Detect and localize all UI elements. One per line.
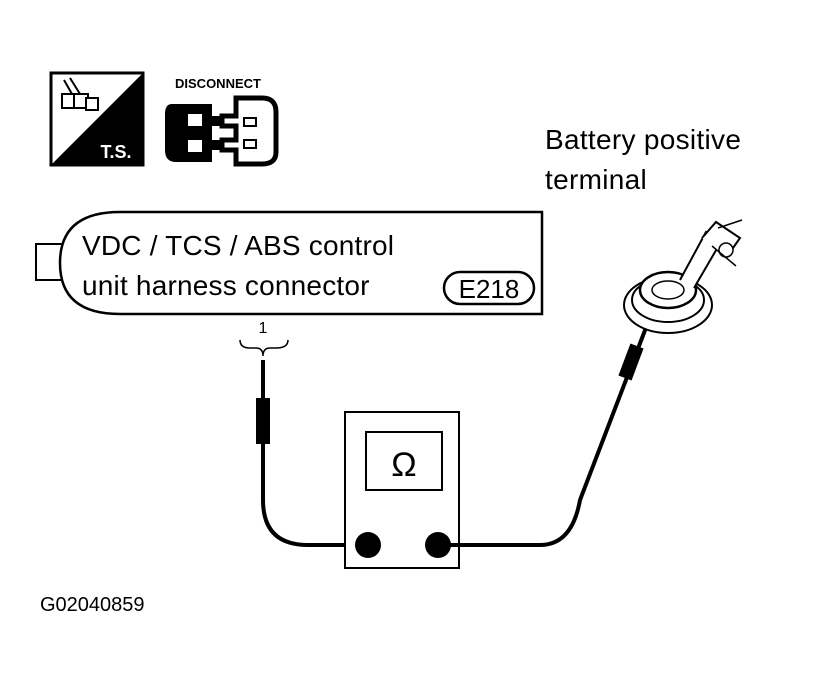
pin-brace: 1 <box>239 320 289 357</box>
battery-label-line2: terminal <box>545 164 647 195</box>
battery-label-line1: Battery positive <box>545 124 742 155</box>
harness-connector: E218 <box>35 210 544 316</box>
ts-icon: T.S. <box>49 71 145 167</box>
disconnect-label: DISCONNECT <box>175 76 261 91</box>
disconnect-icon: DISCONNECT <box>165 76 279 167</box>
tester-probe-icon <box>61 77 99 111</box>
connector-label-line2: unit harness connector <box>82 270 370 301</box>
meter-terminal-left <box>355 532 381 558</box>
connector-label-line1: VDC / TCS / ABS control <box>82 230 395 261</box>
right-probe-lead <box>438 311 654 547</box>
figure-code: G02040859 <box>40 594 145 616</box>
ohmmeter: Ω <box>344 411 460 569</box>
connector-badge: E218 <box>442 270 536 306</box>
pin-label: 1 <box>259 320 268 337</box>
ohm-symbol: Ω <box>391 446 416 484</box>
ts-label: T.S. <box>100 142 131 162</box>
connector-badge-text: E218 <box>459 274 520 304</box>
battery-terminal-icon <box>623 219 743 334</box>
left-probe-lead <box>256 360 368 547</box>
